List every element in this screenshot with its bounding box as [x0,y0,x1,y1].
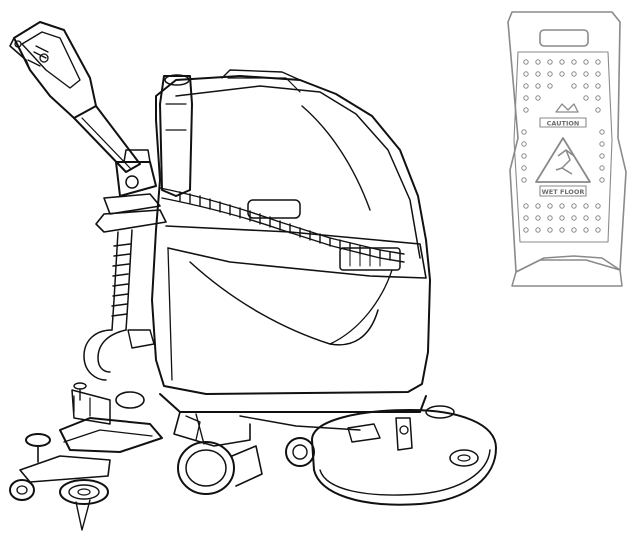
slipping-person-icon [555,149,575,175]
wet-floor-sign [507,11,627,287]
caster-wheel [285,437,315,467]
handle-joint [95,149,167,233]
recovery-tank-column [159,74,193,197]
sign-handle-slot [539,29,589,47]
chassis-base [159,393,427,447]
handle-arm [73,105,141,173]
squeegee-wheel-left [9,479,35,501]
sign-board-outline [507,11,627,273]
floor-scrubber-illustration [9,21,497,531]
drive-wheel [177,413,263,495]
hazard-triangle-icon [535,137,591,183]
brush-deck [311,405,497,506]
squeegee-wheel-right [59,479,109,505]
sign-base [511,259,623,287]
sign-small-pictogram [555,103,579,113]
sign-dot-pattern [521,59,605,233]
control-handle [9,21,97,119]
sign-bottom-label: WET FLOOR [542,188,585,196]
drain-hose [83,229,155,381]
vacuum-hose [159,187,405,271]
sign-top-label: CAUTION [547,120,580,128]
squeegee-assembly [19,382,163,531]
main-body-housing [151,69,431,395]
